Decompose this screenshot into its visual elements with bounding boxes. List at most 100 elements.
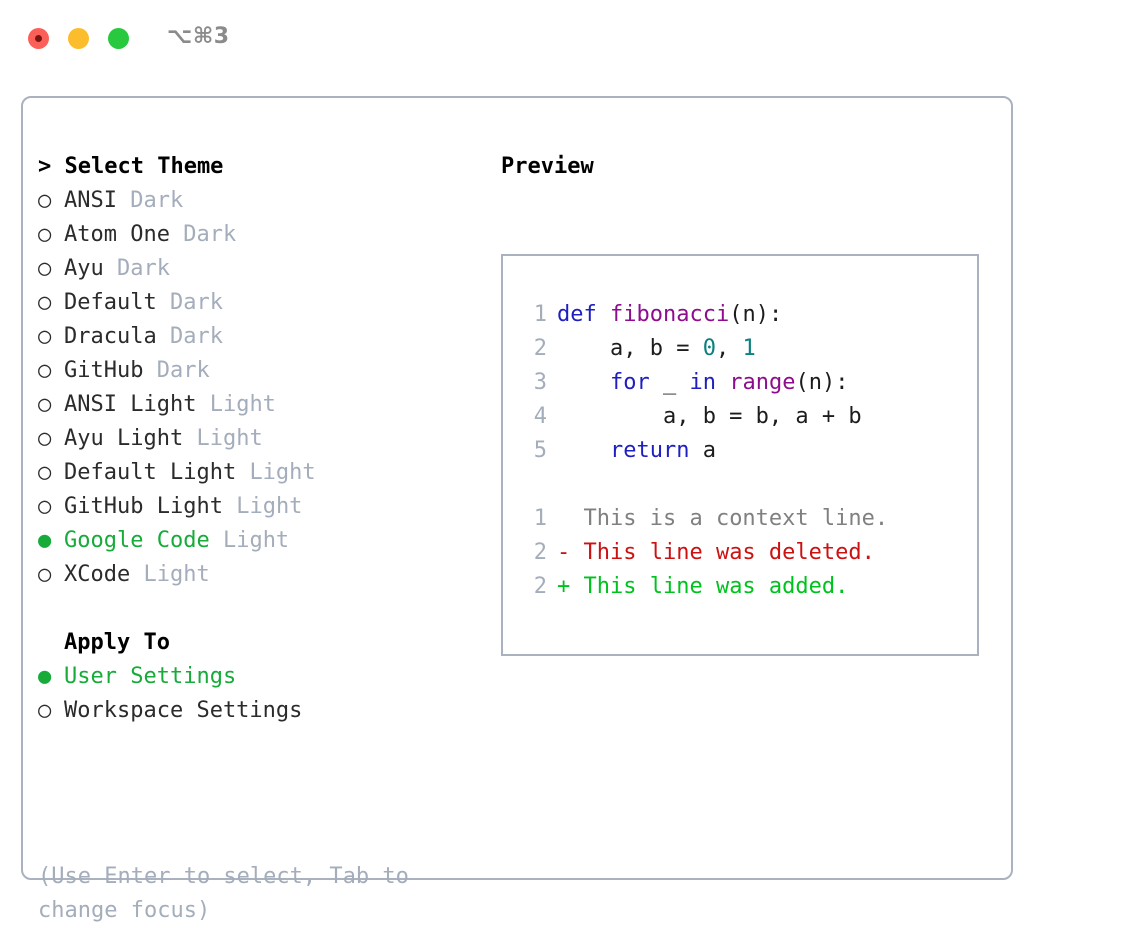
theme-option-kind: Light — [249, 460, 316, 485]
label-separator — [183, 426, 196, 451]
radio-unselected-icon: ○ — [38, 222, 52, 247]
label-separator — [236, 460, 249, 485]
code-token-kw: def — [557, 302, 610, 327]
theme-option-kind: Dark — [130, 188, 184, 213]
code-diff-separator — [521, 468, 888, 502]
theme-option-label: GitHub Light — [64, 494, 223, 519]
apply-to-option-label: User Settings — [64, 664, 237, 689]
diff-sign: + — [557, 574, 571, 599]
theme-option-dracula[interactable]: ○ Dracula Dark — [38, 320, 478, 354]
code-line: 3 for _ in range(n): — [521, 366, 888, 400]
maximize-icon[interactable] — [108, 28, 129, 49]
theme-option-label: Default Light — [64, 460, 237, 485]
code-line: 2 a, b = 0, 1 — [521, 332, 888, 366]
code-token-pl: (n): — [795, 370, 849, 395]
diff-line-ctx: 1 This is a context line. — [521, 502, 888, 536]
theme-option-label: Ayu Light — [64, 426, 184, 451]
theme-option-github[interactable]: ○GitHub Dark — [38, 354, 478, 388]
theme-option-kind: Dark — [156, 358, 210, 383]
radio-unselected-icon: ○ — [38, 392, 52, 417]
theme-option-kind: Light — [236, 494, 303, 519]
label-separator — [210, 528, 223, 553]
theme-option-xcode[interactable]: ○XCode Light — [38, 558, 478, 592]
radio-unselected-icon: ○ — [38, 460, 52, 485]
label-separator — [157, 324, 170, 349]
theme-option-github-light[interactable]: ○ GitHub Light Light — [38, 490, 478, 524]
code-token-fn: fibonacci — [609, 302, 730, 327]
code-token-pl: a, b = — [557, 336, 703, 361]
keyboard-hint: (Use Enter to select, Tab to change focu… — [38, 864, 409, 923]
theme-option-kind: Light — [222, 528, 290, 553]
line-number: 3 — [533, 370, 547, 395]
code-token-kw: for — [609, 370, 650, 395]
code-token-kw: in — [689, 370, 716, 395]
code-token-num: 1 — [742, 336, 756, 361]
line-number: 2 — [533, 336, 547, 361]
line-number: 1 — [533, 302, 547, 327]
radio-unselected-icon: ○ — [38, 426, 52, 451]
label-separator — [104, 256, 117, 281]
theme-option-kind: Dark — [169, 290, 223, 315]
code-token-kw: return — [609, 438, 690, 463]
label-separator — [223, 494, 236, 519]
radio-unselected-icon: ○ — [38, 188, 52, 213]
diff-line-add: 2+ This line was added. — [521, 570, 888, 604]
apply-to-heading: Apply To — [64, 630, 170, 655]
theme-option-google-code[interactable]: ●Google Code Light — [38, 524, 478, 558]
theme-option-kind: Dark — [117, 256, 170, 281]
theme-option-label: ANSI — [64, 188, 117, 213]
code-token-fn: range — [729, 370, 796, 395]
theme-option-atom-one[interactable]: ○ Atom One Dark — [38, 218, 478, 252]
code-token-pl — [557, 370, 610, 395]
apply-to-option-workspace-settings[interactable]: ○Workspace Settings — [38, 694, 478, 728]
diff-line-del: 2- This line was deleted. — [521, 536, 888, 570]
label-separator — [157, 290, 170, 315]
theme-option-ayu-light[interactable]: ○ Ayu Light Light — [38, 422, 478, 456]
apply-to-option-user-settings[interactable]: ●User Settings — [38, 660, 478, 694]
content-panel: > Select Theme ○ANSI Dark○Atom One Dark○… — [21, 96, 1013, 923]
close-icon[interactable] — [28, 28, 49, 49]
theme-option-label: Dracula — [64, 324, 157, 349]
code-line: 1 def fibonacci(n): — [521, 298, 888, 332]
code-token-pl: a — [689, 438, 716, 463]
code-token-pl: (n): — [729, 302, 783, 327]
radio-unselected-icon: ○ — [38, 324, 52, 349]
theme-option-label: Google Code — [64, 528, 210, 553]
label-separator — [117, 188, 130, 213]
radio-unselected-icon: ○ — [38, 494, 52, 519]
theme-option-kind: Light — [196, 426, 263, 451]
diff-text: This line was added. — [570, 574, 849, 599]
code-line: 5 return a — [521, 434, 888, 468]
title-bar: ⌥⌘3 — [0, 0, 1140, 78]
line-number: 2 — [533, 540, 547, 565]
theme-option-ansi[interactable]: ○ ANSI Dark — [38, 184, 478, 218]
list-spacer — [38, 592, 478, 626]
theme-option-kind: Light — [209, 392, 276, 417]
label-separator — [130, 562, 143, 587]
theme-option-label: ANSI Light — [64, 392, 197, 417]
theme-option-label: Atom One — [64, 222, 170, 247]
minimize-icon[interactable] — [68, 28, 89, 49]
theme-option-default-light[interactable]: ○ Default Light Light — [38, 456, 478, 490]
theme-option-ayu[interactable]: ○Ayu Dark — [38, 252, 478, 286]
theme-option-default[interactable]: ○Default Dark — [38, 286, 478, 320]
diff-sign — [557, 506, 570, 531]
theme-option-kind: Dark — [169, 324, 223, 349]
radio-unselected-icon: ○ — [38, 290, 52, 315]
label-separator — [143, 358, 156, 383]
recording-indicator-icon — [35, 35, 42, 42]
code-token-num: 0 — [702, 336, 716, 361]
code-token-pl: _ — [649, 370, 690, 395]
theme-option-ansi-light[interactable]: ○ ANSI Light Light — [38, 388, 478, 422]
label-separator — [196, 392, 209, 417]
line-number: 1 — [533, 506, 547, 531]
code-token-pl — [716, 370, 729, 395]
diff-sign: - — [557, 540, 571, 565]
radio-unselected-icon: ○ — [38, 562, 52, 587]
theme-option-kind: Light — [143, 562, 210, 587]
theme-option-kind: Dark — [183, 222, 237, 247]
radio-unselected-icon: ○ — [38, 358, 52, 383]
